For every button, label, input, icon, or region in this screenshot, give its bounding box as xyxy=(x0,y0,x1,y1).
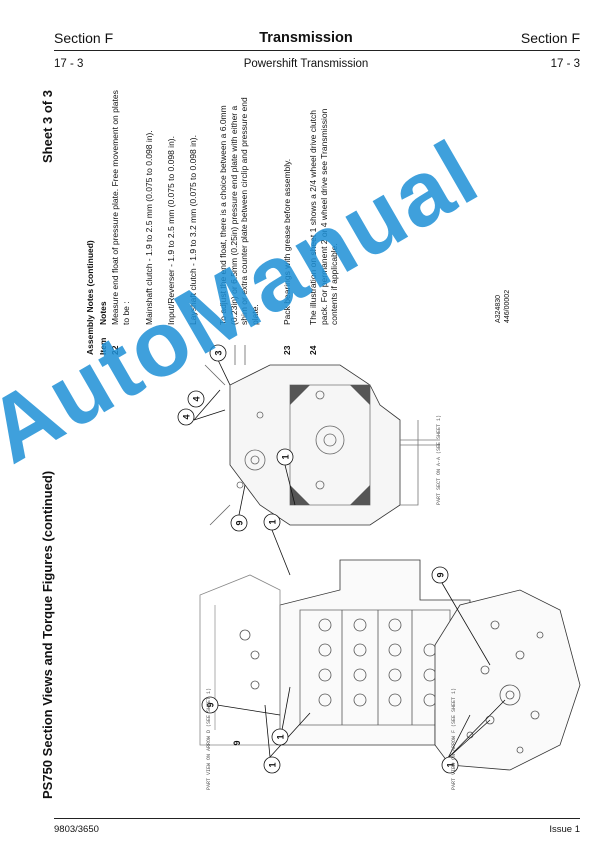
document-number: 9803/3650 xyxy=(54,824,99,835)
note-text: To adjust the end float, there is a choi… xyxy=(218,97,260,325)
note-item-number: 23 xyxy=(282,345,292,355)
callout-9d: 9 xyxy=(232,740,242,745)
note-item-number: 24 xyxy=(308,345,318,355)
callout-1e: 1 xyxy=(281,454,291,459)
page-number-left: 17 - 3 xyxy=(54,58,84,70)
note-text: Input/Reverser - 1.9 to 2.5 mm (0.075 to… xyxy=(166,136,176,325)
callout-3: 3 xyxy=(214,350,224,355)
note-text: Pack bearings with grease before assembl… xyxy=(282,158,292,325)
callout-1d: 1 xyxy=(268,519,278,524)
callout-1c: 1 xyxy=(446,762,456,767)
column-header-notes: Notes xyxy=(98,301,108,325)
note-text: Measure end float of pressure plate. Fre… xyxy=(110,90,131,325)
notes-heading: Assembly Notes (continued) xyxy=(85,240,95,355)
callout-4b: 4 xyxy=(192,396,202,401)
page-title: Transmission xyxy=(259,30,353,46)
callout-9b: 9 xyxy=(436,572,446,577)
figure-ref-a: A324830 xyxy=(495,294,502,323)
section-label-right: Section F xyxy=(520,30,580,46)
note-text: Layshaft clutch - 1.9 to 3.2 mm (0.075 t… xyxy=(188,135,198,325)
section-label-left: Section F xyxy=(54,30,114,46)
view-label-arrow-f: PART VIEW ON ARROW F (SEE SHEET 1) xyxy=(451,688,457,790)
column-header-item: Item xyxy=(98,337,108,355)
rotated-figure-panel: 1 1 1 1 1 3 4 4 9 9 9 9 PART VIEW ON ARR… xyxy=(40,80,590,805)
footer-rule xyxy=(54,818,580,819)
section-diagram: 1 1 1 1 1 3 4 4 9 9 9 9 PART VIEW ON ARR… xyxy=(177,344,581,790)
page-subtitle: Powershift Transmission xyxy=(243,58,369,70)
figure-title: PS750 Section Views and Torque Figures (… xyxy=(40,470,55,799)
callout-9a: 9 xyxy=(206,702,216,707)
note-item-number: 22 xyxy=(110,345,120,355)
page-number-right: 17 - 3 xyxy=(550,58,580,70)
sheet-indicator: Sheet 3 of 3 xyxy=(40,90,55,163)
view-label-arrow-d: PART VIEW ON ARROW D (SEE SHEET 1) xyxy=(206,688,212,790)
note-text: Mainshaft clutch - 1.9 to 2.5 mm (0.075 … xyxy=(144,130,154,325)
figure-ref-b: 446/00002 xyxy=(504,289,511,323)
header-rule xyxy=(54,50,580,51)
callout-9c: 9 xyxy=(235,520,245,525)
callout-4a: 4 xyxy=(182,414,192,419)
callout-1a: 1 xyxy=(268,762,278,767)
callout-1b: 1 xyxy=(276,734,286,739)
note-text: The illustration on sheet 1 shows a 2/4 … xyxy=(308,108,339,325)
issue-label: Issue 1 xyxy=(549,824,580,835)
view-label-section-a: PART SECT ON A-A (SEE SHEET 1) xyxy=(436,415,442,505)
